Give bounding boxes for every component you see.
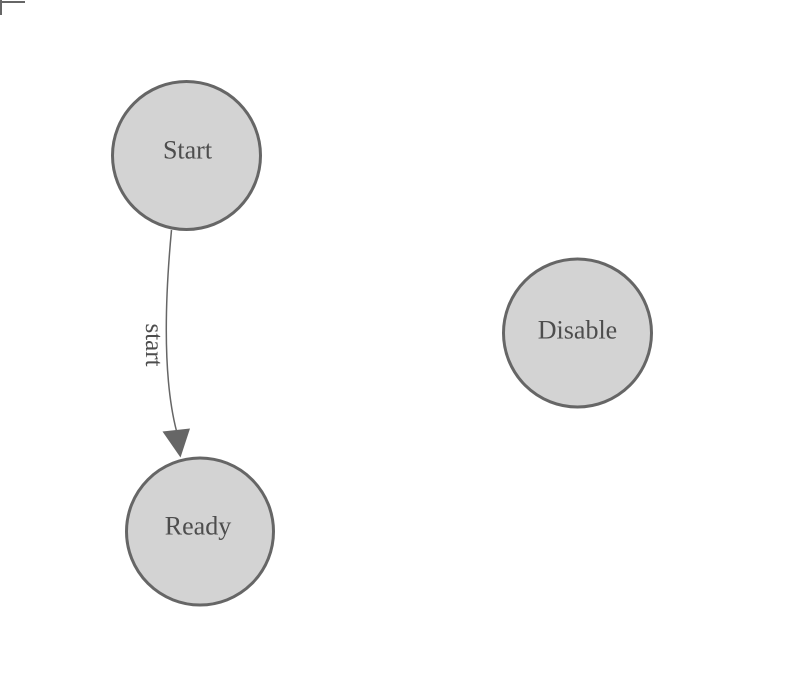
state-circle-disable[interactable]	[502, 257, 653, 409]
state-node-ready[interactable]: Ready	[125, 456, 275, 607]
state-node-start[interactable]: Start	[111, 80, 262, 231]
transition-start-to-ready[interactable]: start	[140, 229, 190, 458]
arrowhead-icon	[162, 428, 190, 458]
state-circle-ready[interactable]	[125, 456, 275, 607]
canvas-origin-corner-mark	[0, 0, 25, 15]
transition-label: start	[140, 323, 167, 366]
transition-edge-line[interactable]	[165, 229, 178, 432]
state-circle-start[interactable]	[111, 80, 262, 231]
state-node-disable[interactable]: Disable	[502, 257, 653, 409]
